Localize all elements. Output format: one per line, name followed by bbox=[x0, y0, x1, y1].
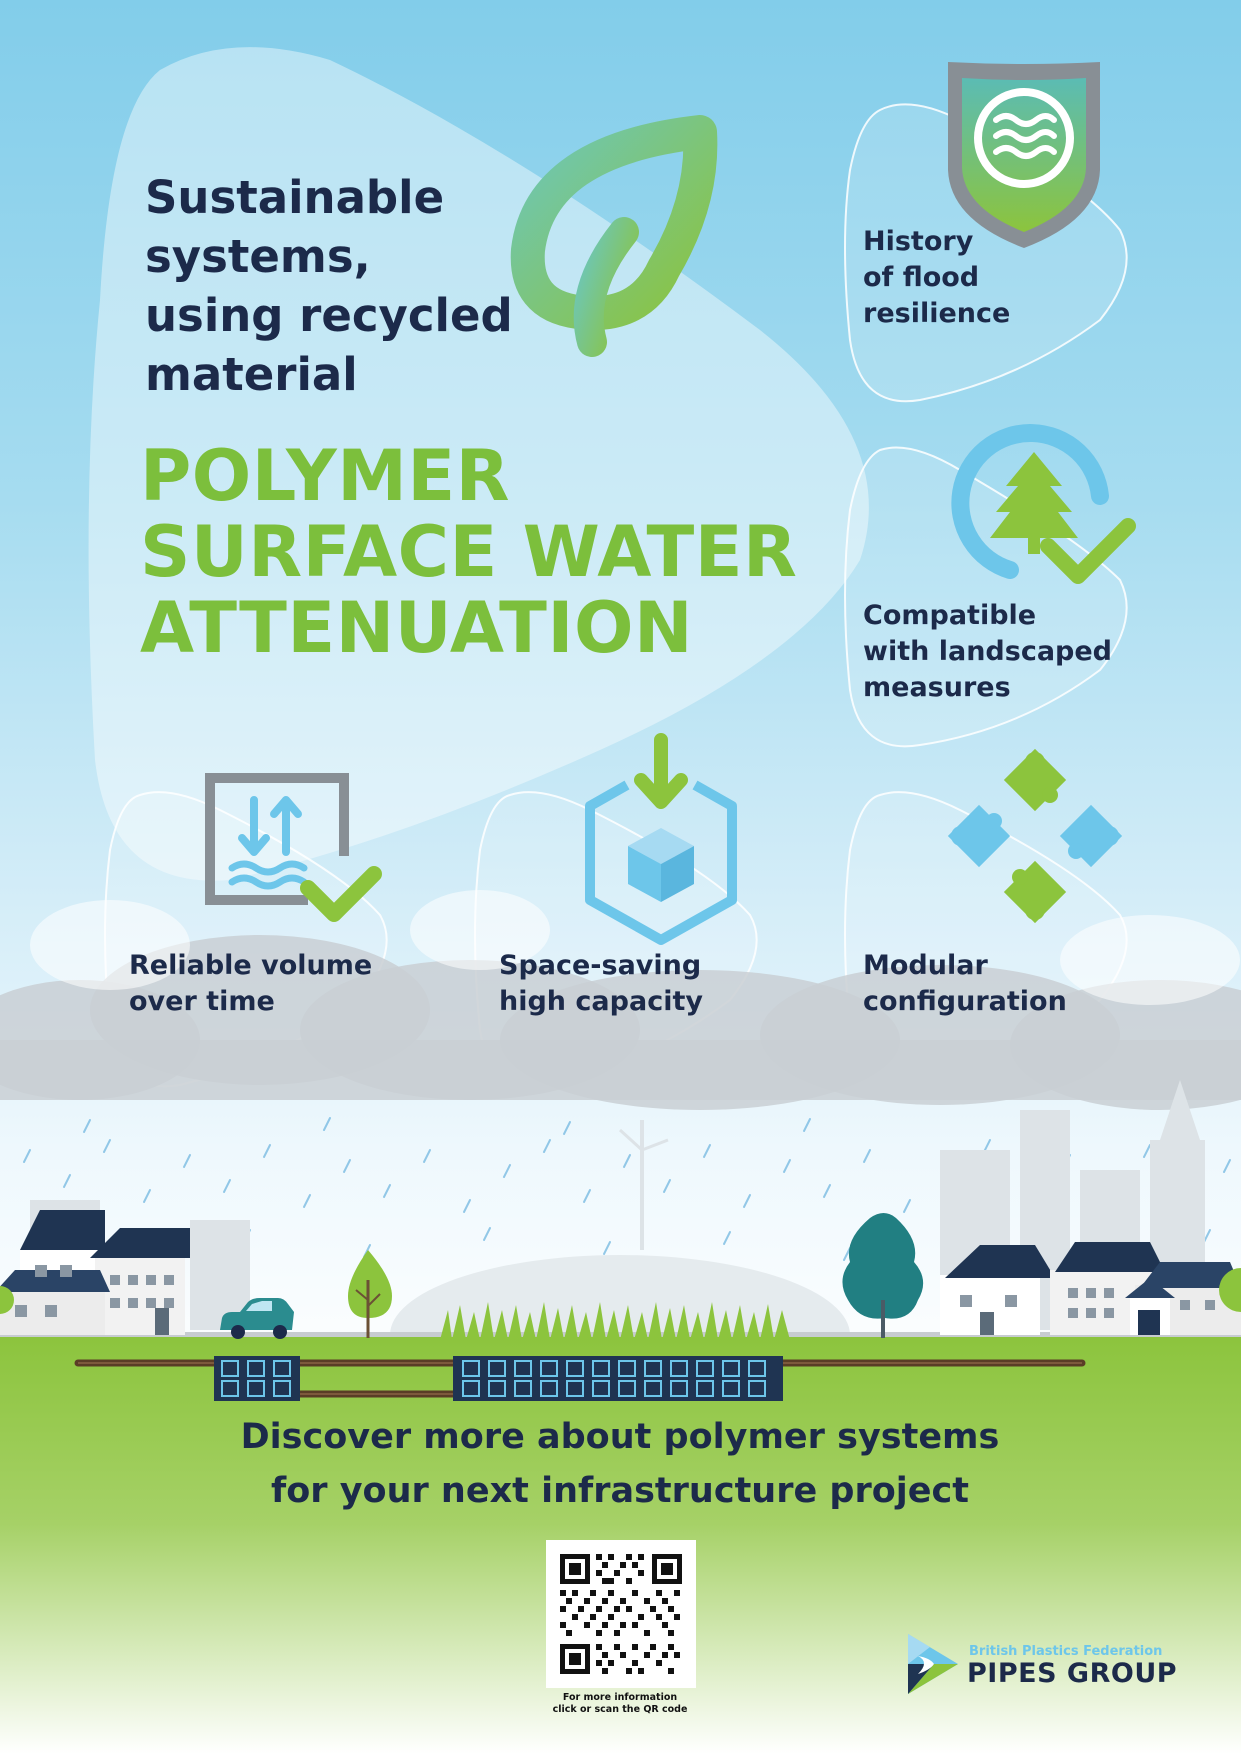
crate-small bbox=[214, 1356, 300, 1401]
water-level-check-icon bbox=[205, 773, 382, 922]
feature-line: Space-saving bbox=[499, 950, 702, 981]
qr-code[interactable] bbox=[546, 1540, 696, 1688]
logo-name: PIPES GROUP bbox=[967, 1658, 1178, 1689]
puzzle-pieces-icon bbox=[947, 748, 1123, 924]
qr-caption-line: click or scan the QR code bbox=[552, 1704, 688, 1715]
car bbox=[220, 1298, 294, 1339]
feature-space-saving: Space-saving high capacity bbox=[499, 948, 703, 1020]
feature-line: of flood bbox=[863, 262, 980, 293]
tree-check-icon bbox=[951, 424, 1136, 584]
headline-line: Sustainable bbox=[145, 171, 445, 224]
title-line: SURFACE WATER bbox=[140, 511, 798, 593]
feature-flood-resilience: History of flood resilience bbox=[863, 224, 1010, 332]
tree-left bbox=[348, 1250, 392, 1338]
qr-caption-line: For more information bbox=[562, 1692, 678, 1703]
feature-line: over time bbox=[129, 986, 275, 1017]
cta-line: for your next infrastructure project bbox=[270, 1471, 969, 1511]
feature-line: resilience bbox=[863, 298, 1011, 329]
qr-code-pattern bbox=[558, 1552, 684, 1676]
feature-line: Modular bbox=[863, 950, 988, 981]
box-down-arrow-icon bbox=[585, 733, 737, 945]
feature-line: with landscaped bbox=[863, 636, 1113, 667]
title-line: ATTENUATION bbox=[140, 587, 694, 669]
pipes-group-logo: British Plastics Federation PIPES GROUP bbox=[900, 1628, 1180, 1708]
feature-line: Reliable volume bbox=[129, 950, 373, 981]
feature-line: History bbox=[863, 226, 974, 257]
feature-line: high capacity bbox=[499, 986, 703, 1017]
title-line: POLYMER bbox=[140, 435, 511, 517]
qr-caption: For more information click or scan the Q… bbox=[520, 1692, 720, 1716]
headline-line: systems, bbox=[145, 230, 371, 283]
shield-water-icon bbox=[948, 62, 1100, 248]
call-to-action: Discover more about polymer systems for … bbox=[120, 1410, 1120, 1518]
leaf-icon bbox=[510, 115, 718, 357]
feature-modular-configuration: Modular configuration bbox=[863, 948, 1067, 1020]
feature-line: Compatible bbox=[863, 600, 1037, 631]
headline-line: material bbox=[145, 348, 358, 401]
tree-right bbox=[842, 1213, 924, 1338]
page-title: POLYMER SURFACE WATER ATTENUATION bbox=[140, 438, 800, 666]
logo-organization: British Plastics Federation bbox=[969, 1644, 1163, 1659]
cloud-band bbox=[0, 935, 1241, 1110]
feature-line: configuration bbox=[863, 986, 1067, 1017]
feature-landscaped-measures: Compatible with landscaped measures bbox=[863, 598, 1112, 706]
feature-reliable-volume: Reliable volume over time bbox=[129, 948, 372, 1020]
underground-system bbox=[74, 1356, 1086, 1401]
houses-right bbox=[0, 1242, 1241, 1335]
headline-line: using recycled bbox=[145, 289, 513, 342]
feature-line: measures bbox=[863, 672, 1011, 703]
houses-left bbox=[0, 1210, 190, 1335]
headline: Sustainable systems, using recycled mate… bbox=[145, 168, 665, 404]
grass-tufts bbox=[440, 1302, 790, 1340]
big-triangle-shape bbox=[88, 47, 869, 881]
logo-mark-icon bbox=[908, 1634, 958, 1694]
cta-line: Discover more about polymer systems bbox=[240, 1417, 1000, 1457]
